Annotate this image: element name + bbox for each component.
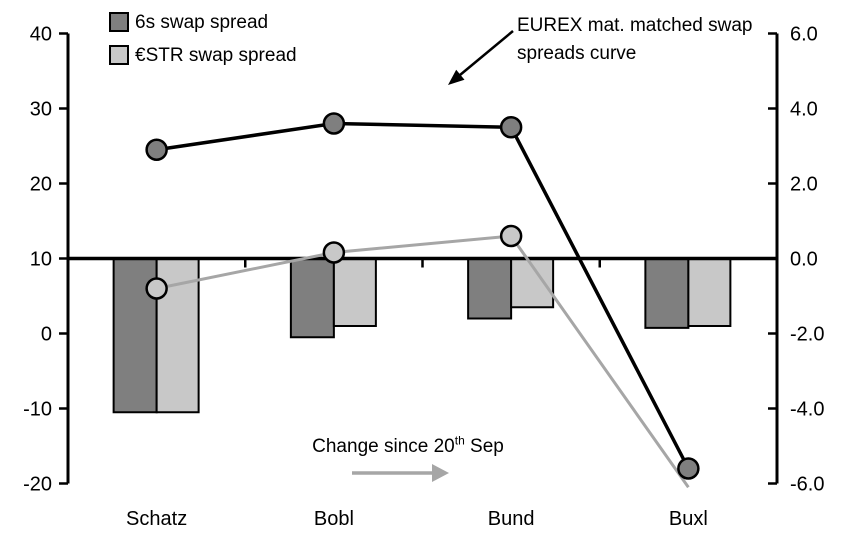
change-annotation-suffix: Sep — [464, 436, 504, 457]
marker-6s-bund — [499, 116, 523, 139]
x-axis-label-bobl: Bobl — [314, 508, 354, 530]
bar-estr-buxl — [687, 257, 732, 327]
left-axis-tick-label: 40 — [30, 24, 52, 46]
legend-label-6s: 6s swap spread — [135, 11, 269, 33]
x-axis-label-schatz: Schatz — [126, 508, 187, 530]
change-annotation-arrow — [352, 464, 449, 482]
change-annotation-superscript: th — [454, 433, 465, 448]
change-annotation-text: Change since 20th Sep — [287, 435, 529, 459]
right-axis-tick-label: 2.0 — [790, 174, 818, 196]
curve-annotation-arrow — [448, 30, 514, 85]
line-6s — [156, 121, 690, 470]
bar-6s-buxl — [644, 257, 690, 329]
right-axis-tick-label: -4.0 — [790, 399, 824, 421]
legend-swatch-6s-icon — [109, 12, 129, 32]
bar-estr-bobl — [332, 257, 377, 327]
left-axis-tick-label: -20 — [23, 474, 52, 496]
marker-6s-schatz — [145, 138, 168, 161]
left-axis-tick-label: 0 — [41, 324, 52, 346]
right-axis-tick-label: -2.0 — [790, 324, 824, 346]
right-axis-tick-label: 4.0 — [790, 99, 818, 121]
x-axis-label-buxl: Buxl — [669, 508, 708, 530]
legend-item-6s: 6s swap spread — [109, 9, 297, 35]
change-annotation-prefix: Change since 20 — [312, 436, 455, 457]
line-estr — [156, 234, 690, 489]
bar-6s-bobl — [289, 257, 335, 339]
curve-annotation-text: EUREX mat. matched swap spreads curve — [517, 15, 753, 64]
legend-swatch-estr-icon — [109, 45, 129, 65]
left-axis-tick-label: 20 — [30, 174, 52, 196]
left-axis-tick-label: 30 — [30, 99, 52, 121]
marker-6s-buxl — [677, 457, 700, 480]
right-axis-tick-label: -6.0 — [790, 474, 824, 496]
marker-estr-bobl — [322, 241, 346, 264]
legend-item-estr: €STR swap spread — [109, 42, 297, 68]
x-axis-label-bund: Bund — [488, 508, 535, 530]
right-axis-tick-label: 6.0 — [790, 24, 818, 46]
left-axis-tick-label: -10 — [23, 399, 52, 421]
marker-estr-schatz — [145, 277, 168, 300]
legend-label-estr: €STR swap spread — [135, 44, 297, 66]
left-axis-tick-label: 10 — [30, 249, 52, 271]
legend: 6s swap spread €STR swap spread — [109, 9, 297, 75]
marker-estr-bund — [499, 224, 523, 248]
right-axis-tick-label: 0.0 — [790, 249, 818, 271]
marker-6s-bobl — [322, 112, 346, 135]
bar-6s-bund — [467, 257, 513, 320]
